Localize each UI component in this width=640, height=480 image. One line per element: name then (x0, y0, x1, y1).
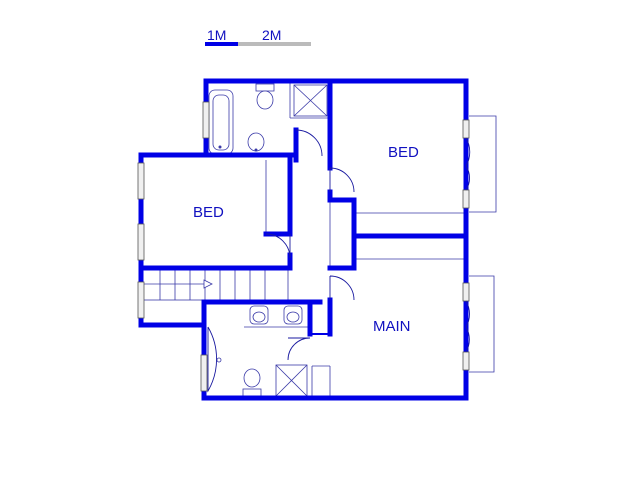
window-bed-left-1 (137, 162, 145, 200)
scale-label-1m: 1M (207, 27, 226, 43)
stair-outline (142, 269, 289, 301)
walls (138, 78, 469, 401)
toilet-top (256, 90, 274, 110)
basin-right (283, 305, 303, 325)
toilet-cistern-bottom (242, 388, 262, 397)
top-bathroom-fixtures (208, 83, 328, 155)
window-bed-upper-2 (462, 189, 470, 209)
door-bathroom-bottom (287, 337, 311, 361)
balconies (469, 115, 497, 373)
doors (207, 129, 471, 393)
window-bed-left-2 (137, 223, 145, 261)
door-bathroom-top (295, 129, 323, 157)
toilet-bottom (243, 368, 261, 388)
door-main-double (465, 300, 470, 353)
door-bathroom-side (207, 326, 217, 393)
basin-top (247, 132, 265, 152)
room-label-bed-upper: BED (388, 144, 419, 161)
window-bathroom-top (202, 101, 210, 139)
door-bed-upper (329, 167, 355, 193)
door-main-entry (329, 275, 355, 301)
scale-label-2m: 2M (262, 27, 281, 43)
window-bed-upper-1 (462, 119, 470, 139)
door-bed-left (265, 233, 291, 259)
stair-arrow-head (203, 279, 213, 289)
bottom-bathroom-fixtures (216, 305, 308, 397)
window-main-1 (462, 282, 470, 302)
basin-left (249, 305, 269, 325)
room-label-bed-left: BED (193, 204, 224, 221)
staircase (142, 269, 289, 301)
door-bed-upper-double (465, 137, 471, 191)
interior-outlines (265, 82, 466, 397)
room-label-main: MAIN (373, 318, 411, 335)
window-bathroom-bottom (200, 354, 208, 392)
scale-bar: 1M 2M (205, 27, 311, 46)
toilet-cistern-top (255, 83, 275, 92)
window-stair (137, 281, 145, 319)
windows (137, 101, 470, 392)
window-main-2 (462, 351, 470, 371)
